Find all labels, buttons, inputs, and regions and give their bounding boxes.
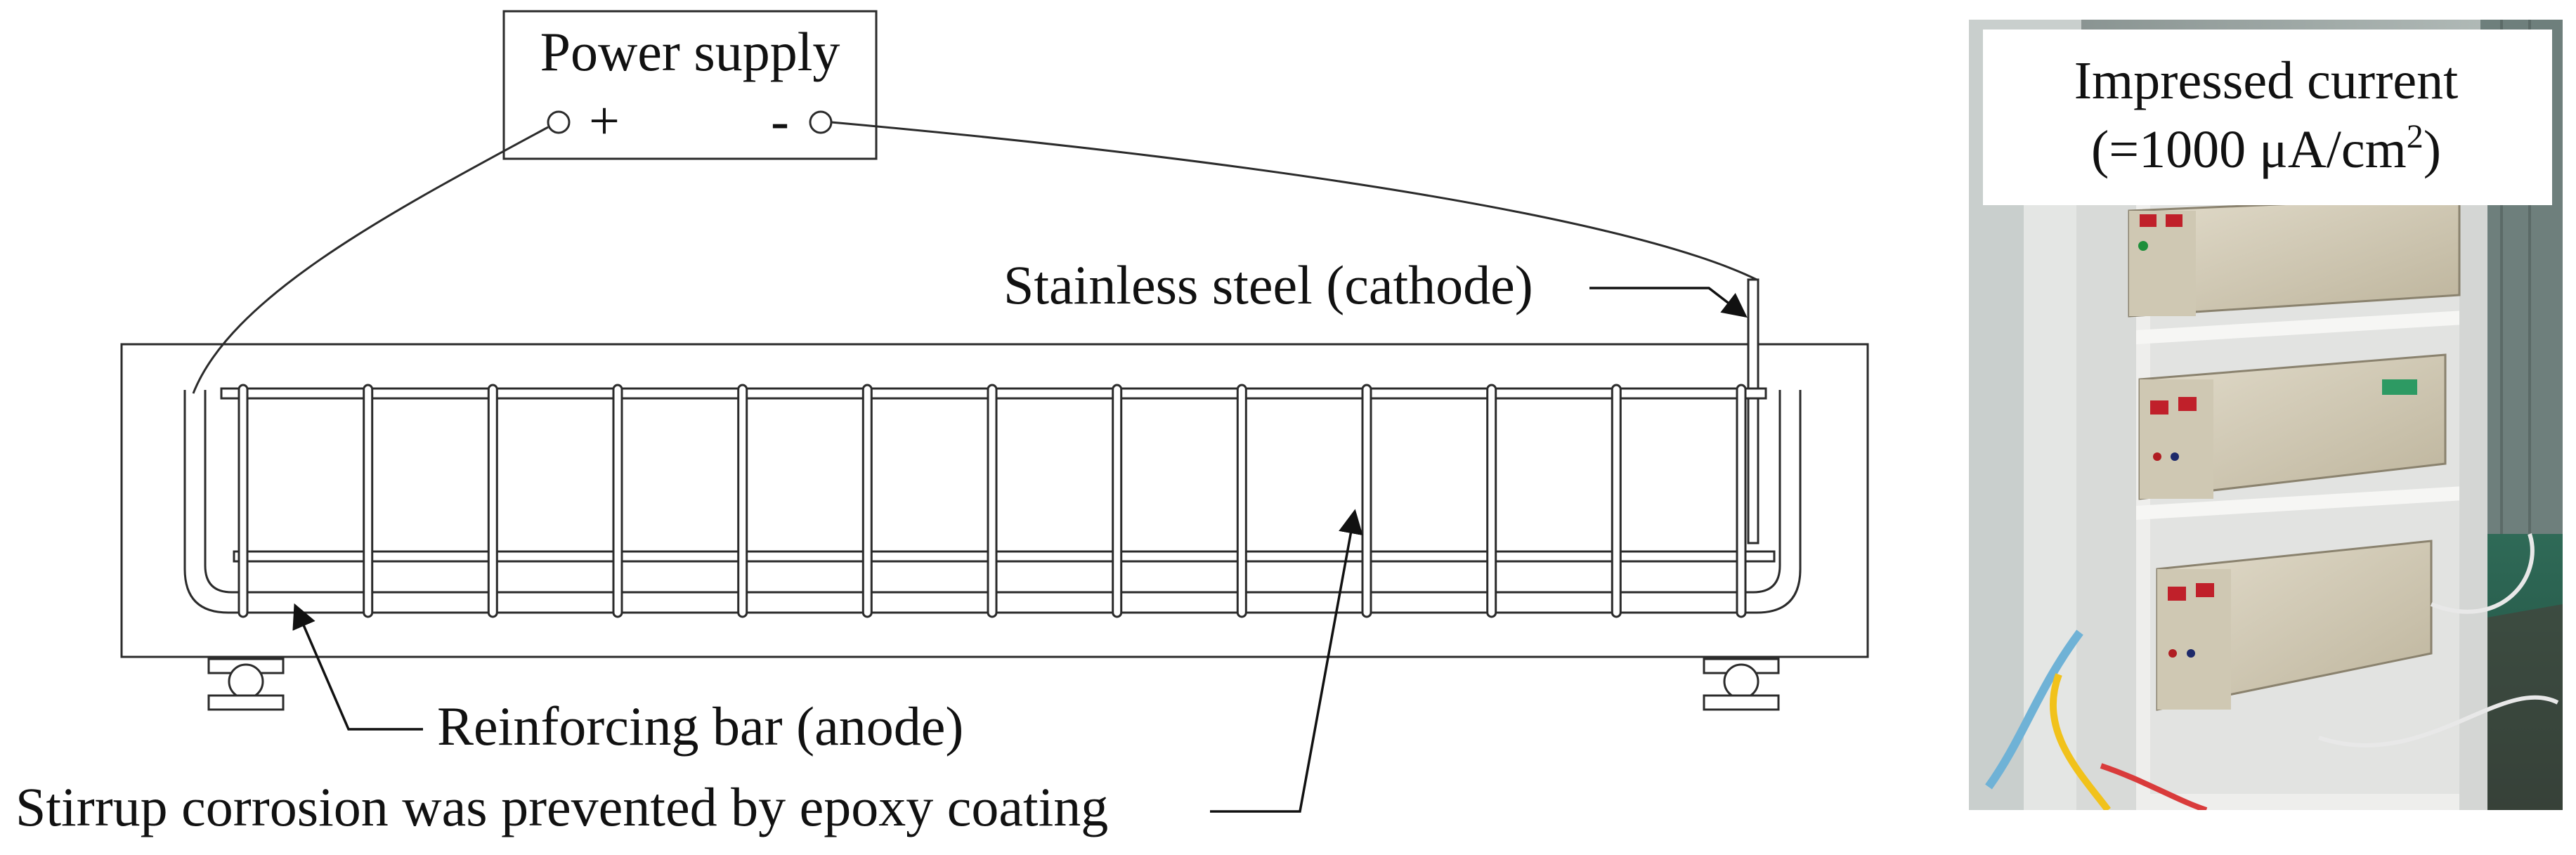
stirrup: [1611, 384, 1622, 618]
stirrup: [1486, 384, 1497, 618]
power-supply-unit-bottom: [2156, 540, 2433, 711]
power-supply-unit-top: [2128, 195, 2461, 318]
photo-impressed-current-setup: Impressed current (=1000 μA/cm2): [1969, 20, 2563, 810]
cathode-wire: [831, 121, 1757, 281]
stirrup: [861, 384, 873, 618]
schematic-diagram: Power supply + -: [15, 10, 1869, 837]
bottom-longitudinal-bar: [233, 550, 1776, 563]
negative-terminal-sign: -: [771, 90, 789, 151]
anode-leader: [292, 603, 423, 731]
cathode-leader: [1589, 287, 1748, 318]
stirrup: [612, 384, 623, 618]
left-support: [207, 658, 285, 711]
photo-caption-line2: (=1000 μA/cm2): [2091, 118, 2441, 179]
power-supply-box: Power supply + -: [502, 10, 878, 160]
power-supply-unit-middle: [2138, 353, 2447, 500]
stirrup-leader: [1210, 509, 1363, 813]
stirrup: [1736, 384, 1747, 618]
right-support: [1703, 658, 1780, 711]
cathode-label: Stainless steel (cathode): [1003, 254, 1533, 315]
negative-terminal: [809, 110, 833, 134]
stirrup: [1112, 384, 1123, 618]
stainless-steel-cathode: [1747, 278, 1759, 544]
anode-label: Reinforcing bar (anode): [437, 696, 963, 757]
anode-wire: [192, 126, 549, 394]
stirrup: [1236, 384, 1247, 618]
stirrup: [487, 384, 498, 618]
positive-terminal: [547, 110, 571, 134]
power-supply-label: Power supply: [540, 21, 840, 82]
stirrup: [1361, 384, 1372, 618]
stirrup: [238, 384, 249, 618]
photo-caption-box: [1983, 30, 2552, 205]
concrete-beam: [120, 343, 1869, 658]
positive-terminal-sign: +: [589, 90, 620, 151]
stirrup: [737, 384, 748, 618]
stirrup: [987, 384, 998, 618]
stirrup: [363, 384, 374, 618]
stirrups: [238, 384, 1747, 618]
stirrup-label: Stirrup corrosion was prevented by epoxy…: [15, 776, 1108, 837]
photo-caption-line1: Impressed current: [2074, 51, 2459, 110]
